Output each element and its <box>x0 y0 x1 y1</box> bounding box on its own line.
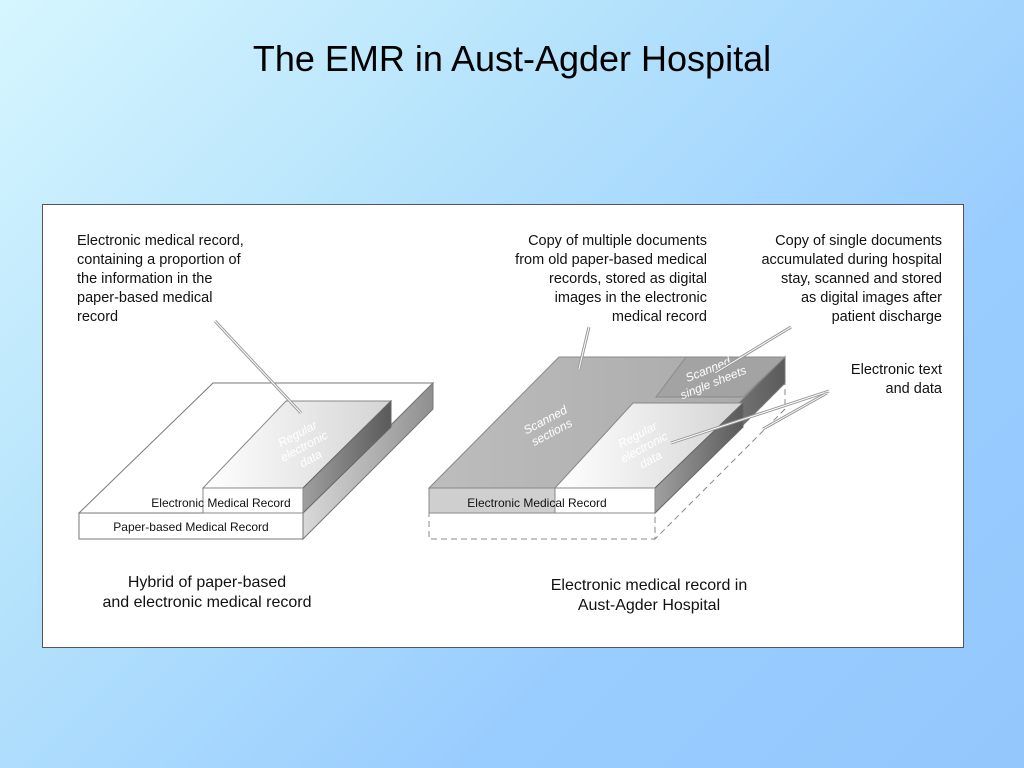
multiple-docs-line-1: Copy of multiple documents <box>528 233 707 249</box>
right-caption-line-2: Aust-Agder Hospital <box>578 597 720 614</box>
paper-record-front-face <box>78 512 304 540</box>
single-docs-line-1: Copy of single documents <box>775 233 942 249</box>
left-annotation-pointer-inner <box>214 320 302 414</box>
annotation-electronic-text: Electronic text and data <box>851 362 943 397</box>
electronic-text-line-1: Electronic text <box>851 362 942 378</box>
single-docs-line-3: stay, scanned and stored <box>781 271 942 287</box>
left-caption-line-1: Hybrid of paper-based <box>128 574 286 591</box>
dashed-slab-front <box>428 512 656 540</box>
emr-front-face <box>202 487 304 514</box>
emr-diagram: Paper-based Medical Record Electronic Me… <box>77 233 943 614</box>
left-caption-line-2: and electronic medical record <box>103 594 312 611</box>
slide-title: The EMR in Aust-Agder Hospital <box>252 38 772 79</box>
left-annotation: Electronic medical record, containing a … <box>77 233 244 325</box>
electronic-text-line-2: and data <box>886 381 943 397</box>
right-annotation-pointers <box>577 325 830 445</box>
annotation-single-docs: Copy of single documents accumulated dur… <box>761 233 942 325</box>
left-diagram: Paper-based Medical Record Electronic Me… <box>77 233 435 611</box>
left-annotation-line-5: record <box>77 309 118 325</box>
left-annotation-line-3: the information in the <box>77 271 212 287</box>
single-docs-line-2: accumulated during hospital <box>761 252 942 268</box>
right-caption: Electronic medical record in Aust-Agder … <box>551 577 748 614</box>
multiple-docs-line-3: records, stored as digital <box>549 271 707 287</box>
right-emr-front-face <box>554 487 656 514</box>
left-annotation-line-4: paper-based medical <box>77 290 212 306</box>
left-annotation-line-1: Electronic medical record, <box>77 233 244 249</box>
right-diagram: Electronic Medical Record Scanned sectio… <box>427 233 943 614</box>
left-annotation-line-2: containing a proportion of <box>77 252 242 268</box>
single-docs-line-5: patient discharge <box>832 309 942 325</box>
right-emr-label: Electronic Medical Record <box>467 496 606 510</box>
figure-panel: Paper-based Medical Record Electronic Me… <box>42 204 964 648</box>
left-caption: Hybrid of paper-based and electronic med… <box>103 574 312 611</box>
single-docs-line-4: as digital images after <box>801 290 942 306</box>
multiple-docs-line-4: images in the electronic <box>555 290 707 306</box>
annotation-multiple-docs: Copy of multiple documents from old pape… <box>515 233 707 325</box>
multiple-docs-line-2: from old paper-based medical <box>515 252 707 268</box>
left-emr-label: Electronic Medical Record <box>151 496 290 510</box>
single-sheets-region <box>655 356 787 398</box>
multiple-docs-line-5: medical record <box>612 309 707 325</box>
right-caption-line-1: Electronic medical record in <box>551 577 748 594</box>
paper-record-label: Paper-based Medical Record <box>113 520 268 534</box>
